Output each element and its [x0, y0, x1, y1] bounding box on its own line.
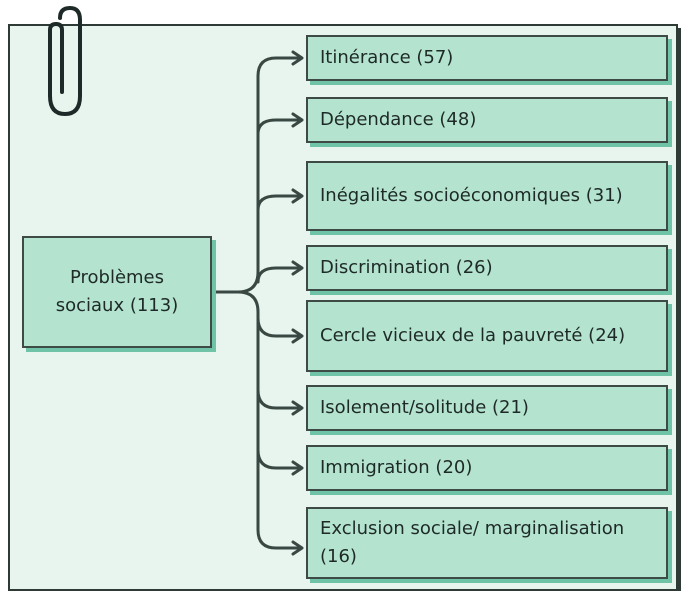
child-node-discrimination: Discrimination (26) [306, 245, 668, 291]
child-node-label: Dépendance (48) [320, 109, 477, 130]
connector-immigration [256, 448, 302, 470]
arrow-icon [291, 540, 304, 556]
connector-isolement [256, 388, 302, 410]
connector-discrimination [256, 266, 302, 284]
arrow-icon [291, 50, 304, 66]
child-node-inegalites: Inégalités socioéconomiques (31) [306, 161, 668, 231]
child-node-label: Inégalités socioéconomiques (31) [320, 185, 623, 206]
child-node-cercle-vicieux: Cercle vicieux de la pauvreté (24) [306, 300, 668, 372]
connector-cercle [256, 316, 302, 338]
child-node-label: Discrimination (26) [320, 257, 493, 278]
arrow-icon [291, 260, 304, 276]
paperclip-icon [48, 6, 82, 116]
arrow-icon [291, 328, 304, 344]
arrow-icon [291, 400, 304, 416]
connector-itinerance [212, 56, 302, 294]
child-node-isolement: Isolement/solitude (21) [306, 385, 668, 431]
child-node-label: Cercle vicieux de la pauvreté (24) [320, 325, 626, 346]
root-node-label: Problèmes sociaux (113) [55, 267, 179, 316]
child-node-label: Isolement/solitude (21) [320, 397, 529, 418]
child-node-label: Itinérance (57) [320, 47, 454, 68]
child-node-immigration: Immigration (20) [306, 445, 668, 491]
child-node-dependance: Dépendance (48) [306, 97, 668, 143]
child-node-exclusion: Exclusion sociale/ marginalisation (16) [306, 507, 668, 579]
arrow-icon [291, 460, 304, 476]
arrow-icon [291, 112, 304, 128]
connector-exclusion [236, 290, 302, 550]
connector-dependance [256, 118, 302, 136]
child-node-itinerance: Itinérance (57) [306, 35, 668, 81]
child-node-label: Immigration (20) [320, 457, 473, 478]
connector-inegalites [256, 194, 302, 212]
child-node-label: Exclusion sociale/ marginalisation (16) [320, 518, 625, 567]
root-node: Problèmes sociaux (113) [22, 236, 212, 348]
arrow-icon [291, 188, 304, 204]
